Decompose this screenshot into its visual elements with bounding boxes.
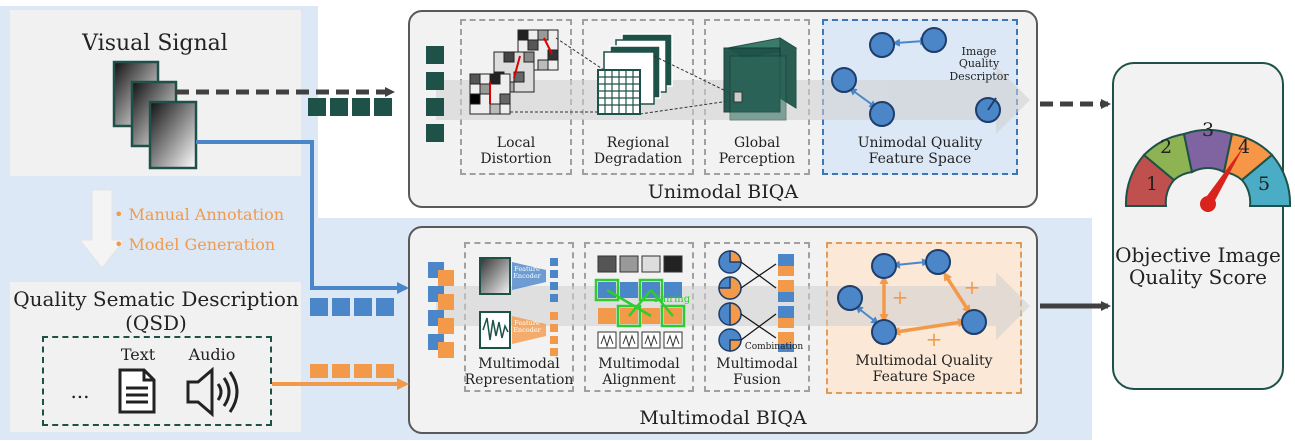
visual-signal-image-stack bbox=[112, 60, 198, 170]
gauge-level-1: 1 bbox=[1146, 173, 1158, 195]
multimodal-token-column bbox=[428, 262, 454, 358]
image-quality-descriptor-label: Image Quality Descriptor bbox=[949, 45, 1009, 83]
gauge-level-4: 4 bbox=[1238, 136, 1250, 158]
document-icon bbox=[118, 368, 156, 414]
combination-label: Combination bbox=[744, 342, 804, 352]
quality-gauge bbox=[1124, 129, 1292, 212]
representation-encoders bbox=[479, 257, 558, 356]
gauge-level-3: 3 bbox=[1202, 119, 1214, 141]
qsd-title: Quality Sematic Description bbox=[13, 287, 299, 311]
gauge-level-labels: 1 2 3 4 5 bbox=[1146, 119, 1270, 195]
plus-sign-1: + bbox=[891, 285, 909, 309]
multimodal-space-label: Multimodal Quality Feature Space bbox=[855, 353, 993, 385]
orange-token-row bbox=[310, 364, 394, 378]
speaker-icon bbox=[186, 366, 239, 418]
regional-degradation-label: Regional Degradation bbox=[593, 135, 683, 167]
blue-token-row bbox=[310, 298, 394, 316]
teal-token-row bbox=[308, 98, 392, 116]
unimodal-feature-nodes bbox=[831, 27, 1001, 127]
ellipsis-label: ... bbox=[70, 379, 90, 403]
multimodal-fusion-label: Multimodal Fusion bbox=[716, 356, 798, 388]
global-perception-label: Global Perception bbox=[718, 135, 796, 167]
regional-degradation-stack bbox=[597, 33, 673, 115]
multimodal-alignment-label: Multimodal Alignment bbox=[598, 356, 680, 388]
gauge-level-2: 2 bbox=[1160, 136, 1172, 158]
text-modality-label: Text bbox=[120, 345, 156, 364]
local-distortion-patches bbox=[469, 29, 559, 115]
local-to-regional-lines bbox=[510, 37, 605, 113]
unimodal-space-label: Unimodal Quality Feature Space bbox=[857, 135, 983, 167]
fusion-pies bbox=[718, 250, 794, 352]
regional-to-global-lines bbox=[639, 55, 737, 115]
blue-arrow-to-multimodal bbox=[196, 140, 409, 294]
feature-encoder-audio-label: Feature Encoder bbox=[513, 319, 541, 335]
plus-sign-2: + bbox=[963, 275, 981, 299]
objective-score-label: Objective Image Quality Score bbox=[1115, 243, 1281, 290]
plus-sign-3: + bbox=[925, 327, 943, 351]
unimodal-biqa-title: Unimodal BIQA bbox=[647, 181, 799, 203]
feature-encoder-image-label: Feature Encoder bbox=[513, 265, 541, 281]
alignment-grid bbox=[594, 255, 686, 349]
multimodal-representation-label: Multimodal Representation bbox=[464, 356, 574, 388]
visual-signal-label: Visual Signal bbox=[82, 31, 228, 56]
down-arrow bbox=[78, 189, 126, 269]
local-distortion-label: Local Distortion bbox=[480, 135, 552, 167]
qsd-abbrev: (QSD) bbox=[125, 311, 187, 335]
multimodal-biqa-title: Multimodal BIQA bbox=[639, 407, 807, 429]
audio-modality-label: Audio bbox=[188, 345, 236, 364]
pairing-label: Pairing bbox=[653, 294, 691, 305]
multimodal-feature-nodes bbox=[837, 249, 987, 345]
manual-annotation-label: • Manual Annotation bbox=[114, 205, 285, 224]
gauge-level-5: 5 bbox=[1258, 173, 1270, 195]
qsd-modalities-box bbox=[42, 336, 272, 426]
model-generation-label: • Model Generation bbox=[114, 235, 276, 254]
teal-token-column bbox=[426, 46, 444, 142]
score-box bbox=[1112, 62, 1284, 390]
global-perception-cube bbox=[723, 37, 798, 121]
